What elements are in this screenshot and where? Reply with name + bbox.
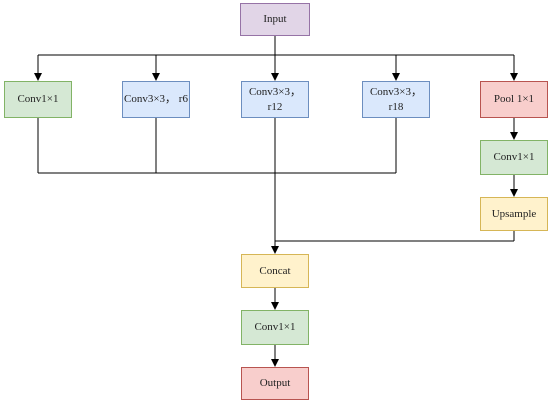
conv3x3-r6-node: Conv3×3， r6	[122, 81, 190, 118]
conv3x3-r18-node: Conv3×3， r18	[362, 81, 430, 118]
conv3x3-r12-node: Conv3×3， r12	[241, 81, 309, 118]
conv1x1-final-node: Conv1×1	[241, 310, 309, 345]
input-node: Input	[240, 3, 310, 36]
concat-node: Concat	[241, 254, 309, 288]
pool-node: Pool 1×1	[480, 81, 548, 118]
output-node: Output	[241, 367, 309, 400]
conv1x1-branch-node: Conv1×1	[4, 81, 72, 118]
conv1x1-pool-branch-node: Conv1×1	[480, 140, 548, 175]
upsample-node: Upsample	[480, 197, 548, 231]
